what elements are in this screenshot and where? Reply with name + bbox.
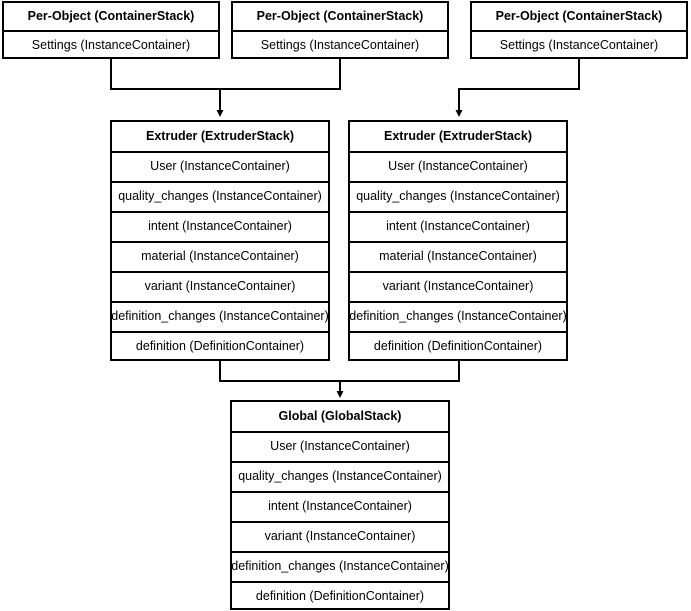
node-row-definition: definition (DefinitionContainer) (232, 581, 448, 611)
node-row-definition: definition (DefinitionContainer) (112, 331, 328, 361)
node-row-settings: Settings (InstanceContainer) (472, 30, 686, 59)
node-row-settings: Settings (InstanceContainer) (233, 30, 447, 59)
node-perobject-2[interactable]: Per-Object (ContainerStack) Settings (In… (231, 1, 449, 59)
edge-perobject2-to-extruder1 (220, 59, 341, 90)
node-header: Extruder (ExtruderStack) (146, 128, 294, 143)
node-row-intent: intent (InstanceContainer) (112, 211, 328, 241)
node-perobject-3[interactable]: Per-Object (ContainerStack) Settings (In… (470, 1, 688, 59)
edge-perobject3-to-extruder2 (455, 59, 580, 117)
node-row-material: material (InstanceContainer) (112, 241, 328, 271)
node-row-intent: intent (InstanceContainer) (232, 491, 448, 521)
node-global-1[interactable]: Global (GlobalStack) User (InstanceConta… (230, 400, 450, 610)
node-row-intent: intent (InstanceContainer) (350, 211, 566, 241)
node-row-quality-changes: quality_changes (InstanceContainer) (112, 181, 328, 211)
node-extruder-2[interactable]: Extruder (ExtruderStack) User (InstanceC… (348, 120, 568, 361)
node-row-user: User (InstanceContainer) (350, 151, 566, 181)
node-header: Per-Object (ContainerStack) (495, 8, 663, 23)
node-row-material: material (InstanceContainer) (350, 241, 566, 271)
node-row-settings: Settings (InstanceContainer) (4, 30, 218, 59)
node-row-quality-changes: quality_changes (InstanceContainer) (350, 181, 566, 211)
node-row-definition-changes: definition_changes (InstanceContainer) (349, 301, 567, 331)
node-row-variant: variant (InstanceContainer) (350, 271, 566, 301)
node-row-variant: variant (InstanceContainer) (112, 271, 328, 301)
node-header: Per-Object (ContainerStack) (256, 8, 424, 23)
node-row-definition-changes: definition_changes (InstanceContainer) (231, 551, 449, 581)
node-row-user: User (InstanceContainer) (232, 431, 448, 461)
node-row-quality-changes: quality_changes (InstanceContainer) (232, 461, 448, 491)
node-row-definition-changes: definition_changes (InstanceContainer) (111, 301, 329, 331)
node-row-user: User (InstanceContainer) (112, 151, 328, 181)
edge-perobject1-to-extruder1 (110, 59, 220, 90)
edge-extruder2-to-global1 (340, 361, 460, 382)
node-extruder-1[interactable]: Extruder (ExtruderStack) User (InstanceC… (110, 120, 330, 361)
node-row-definition: definition (DefinitionContainer) (350, 331, 566, 361)
node-header: Extruder (ExtruderStack) (384, 128, 532, 143)
edge-extruder1-to-global1 (219, 361, 340, 382)
node-header: Per-Object (ContainerStack) (27, 8, 195, 23)
node-header: Global (GlobalStack) (278, 408, 402, 423)
node-perobject-1[interactable]: Per-Object (ContainerStack) Settings (In… (2, 1, 220, 59)
node-row-variant: variant (InstanceContainer) (232, 521, 448, 551)
